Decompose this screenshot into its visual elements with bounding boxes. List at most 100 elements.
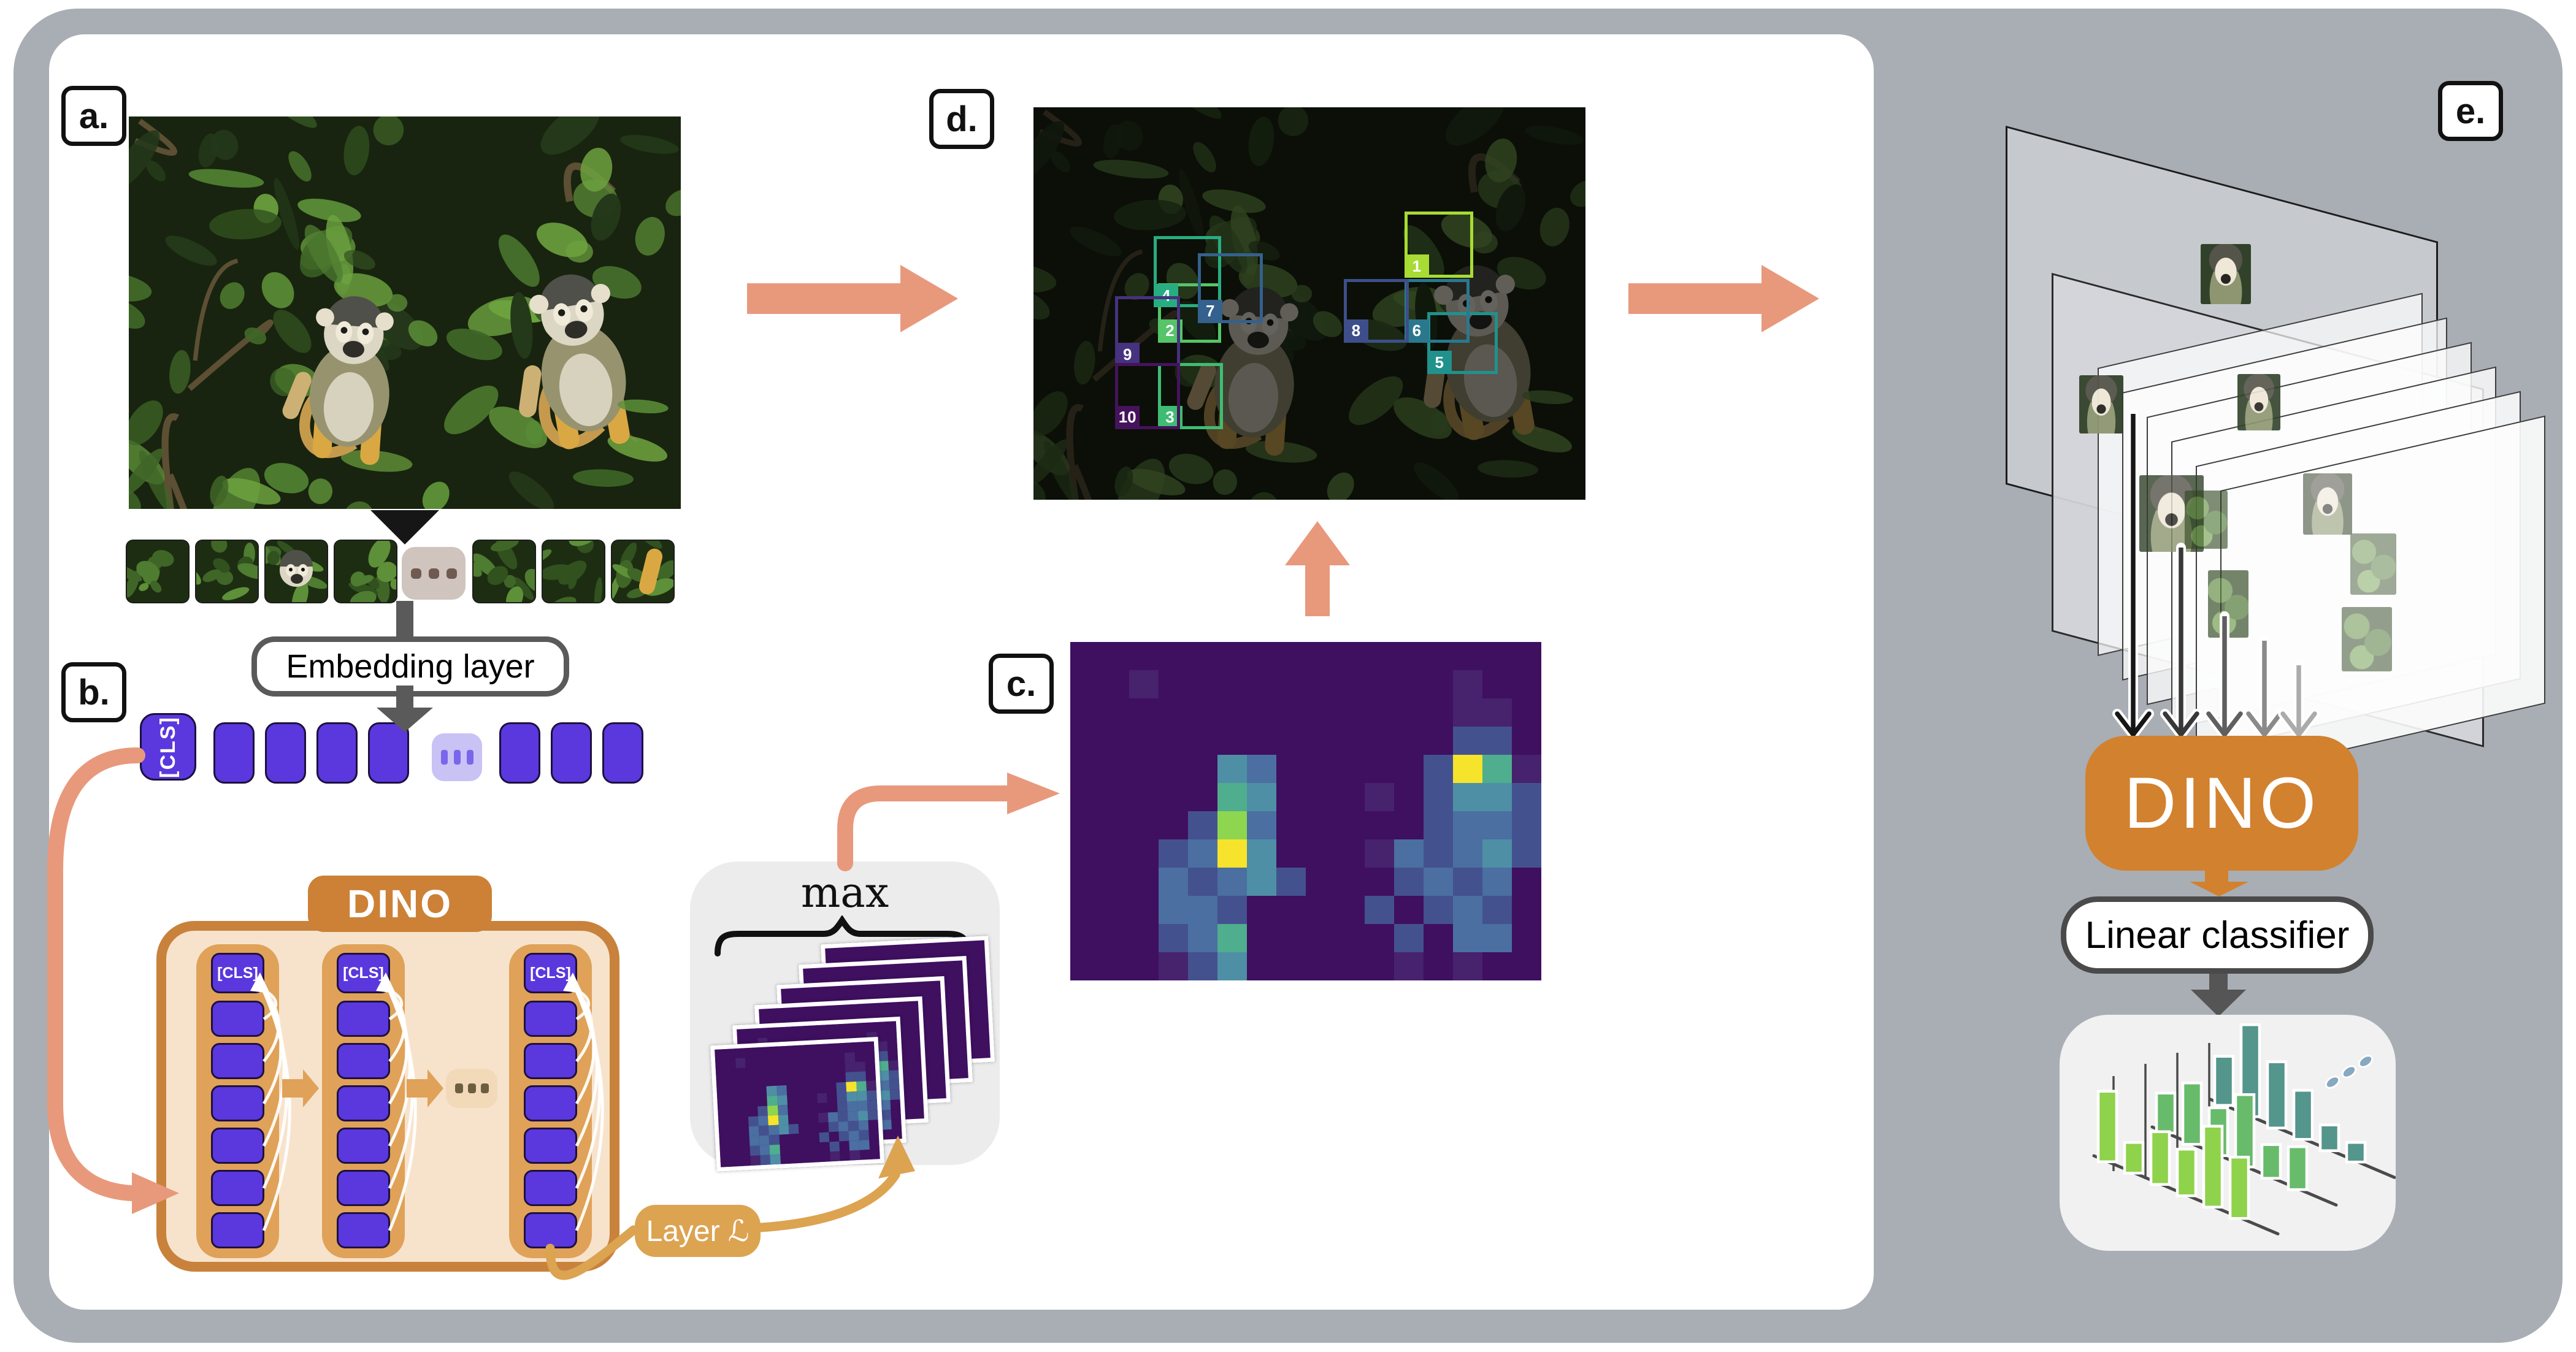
column-token <box>524 1085 577 1121</box>
detection-box-4: 4 <box>1154 235 1221 308</box>
attention-cell <box>1188 811 1217 839</box>
attention-cell <box>1306 727 1335 755</box>
column-token <box>524 1043 577 1079</box>
attention-cell <box>1188 698 1217 727</box>
attention-cell <box>1188 839 1217 868</box>
attention-cell <box>1188 924 1217 952</box>
detection-box-number: 10 <box>1115 405 1140 429</box>
attention-cell <box>1217 868 1247 896</box>
attention-cell <box>1070 896 1100 924</box>
panel-label-b-text: b. <box>78 672 110 712</box>
monkey-crop <box>2350 533 2396 595</box>
attention-cell <box>1217 924 1247 952</box>
column-token <box>211 1128 264 1164</box>
classification-chart-box <box>2060 1015 2396 1251</box>
patch-token <box>602 722 643 784</box>
attention-cell <box>1129 839 1159 868</box>
detection-box-number: 9 <box>1115 343 1140 367</box>
attention-cell <box>1247 839 1276 868</box>
attention-cell <box>1482 868 1512 896</box>
attention-cell <box>1247 868 1276 896</box>
detection-box-number: 8 <box>1343 319 1368 343</box>
monkey-crop <box>2185 491 2228 549</box>
monkey-crop <box>2201 244 2251 304</box>
transformer-layer-column: [CLS] <box>322 944 417 1258</box>
attention-cell <box>1482 896 1512 924</box>
attention-cell <box>1217 755 1247 783</box>
column-token <box>524 1001 577 1037</box>
patch-token <box>265 722 306 784</box>
attention-cell <box>1129 868 1159 896</box>
attention-cell <box>1276 670 1306 698</box>
column-token <box>337 1170 390 1206</box>
attention-cell <box>1453 727 1482 755</box>
panel-label-a-text: a. <box>79 96 109 136</box>
attention-cell <box>1159 811 1188 839</box>
patch-ellipsis-tile <box>402 547 466 600</box>
attention-cell <box>1247 952 1276 980</box>
panel-label-c: c. <box>989 654 1054 714</box>
attention-cell <box>1188 755 1217 783</box>
panel-label-e: e. <box>2438 81 2503 141</box>
detection-box-number: 4 <box>1154 284 1179 308</box>
patch-token <box>499 722 540 784</box>
attention-cell <box>1247 755 1276 783</box>
attention-cell <box>1070 755 1100 783</box>
attention-cell <box>1482 952 1512 980</box>
image-patch <box>195 540 259 603</box>
column-token <box>524 1128 577 1164</box>
attention-cell <box>1276 698 1306 727</box>
attention-cell <box>1306 896 1335 924</box>
column-token <box>337 1085 390 1121</box>
panel-label-d: d. <box>929 89 994 149</box>
monkey-crop <box>2237 374 2280 430</box>
attention-cell <box>1512 811 1541 839</box>
detection-box-1: 1 <box>1404 211 1474 278</box>
attention-cell <box>1247 698 1276 727</box>
attention-cell <box>1424 727 1453 755</box>
transformer-layer-column: [CLS] <box>509 944 604 1258</box>
attention-cell <box>1100 698 1129 727</box>
attention-cell <box>1276 952 1306 980</box>
attention-cell <box>1100 755 1129 783</box>
attention-cell <box>1306 924 1335 952</box>
attention-cell <box>1217 642 1247 670</box>
attention-cell <box>1482 783 1512 811</box>
attention-cell <box>1424 642 1453 670</box>
cls-token-text: [CLS] <box>156 716 180 778</box>
attention-cell <box>1306 839 1335 868</box>
attention-cell <box>1512 783 1541 811</box>
detection-box-number: 7 <box>1198 299 1223 323</box>
attention-cell <box>1394 868 1424 896</box>
attention-cell <box>1306 698 1335 727</box>
attention-cell <box>1482 839 1512 868</box>
attention-cell <box>1335 811 1365 839</box>
attention-cell <box>1247 811 1276 839</box>
column-cls-token: [CLS] <box>337 953 390 993</box>
attention-cell <box>1129 727 1159 755</box>
attention-cell <box>1188 952 1217 980</box>
attention-cell <box>1453 868 1482 896</box>
attention-cell <box>1453 783 1482 811</box>
attention-cell <box>1070 952 1100 980</box>
panel-label-d-text: d. <box>946 99 978 139</box>
attention-cell <box>1159 952 1188 980</box>
attention-cell <box>1365 755 1394 783</box>
attention-cell <box>1453 924 1482 952</box>
attention-cell <box>1453 642 1482 670</box>
detection-box-5: 5 <box>1427 312 1498 375</box>
attention-cell <box>1424 839 1453 868</box>
bar-chart-icon <box>2092 1023 2396 1236</box>
attention-cell <box>1070 868 1100 896</box>
attention-cell <box>1188 868 1217 896</box>
attention-cell <box>1276 642 1306 670</box>
attention-cell <box>1335 952 1365 980</box>
attention-cell <box>1306 642 1335 670</box>
attention-cell <box>1335 755 1365 783</box>
attention-cell <box>1365 896 1394 924</box>
attention-cell <box>1129 811 1159 839</box>
attention-cell <box>1276 811 1306 839</box>
monkey-crop <box>2079 375 2123 433</box>
